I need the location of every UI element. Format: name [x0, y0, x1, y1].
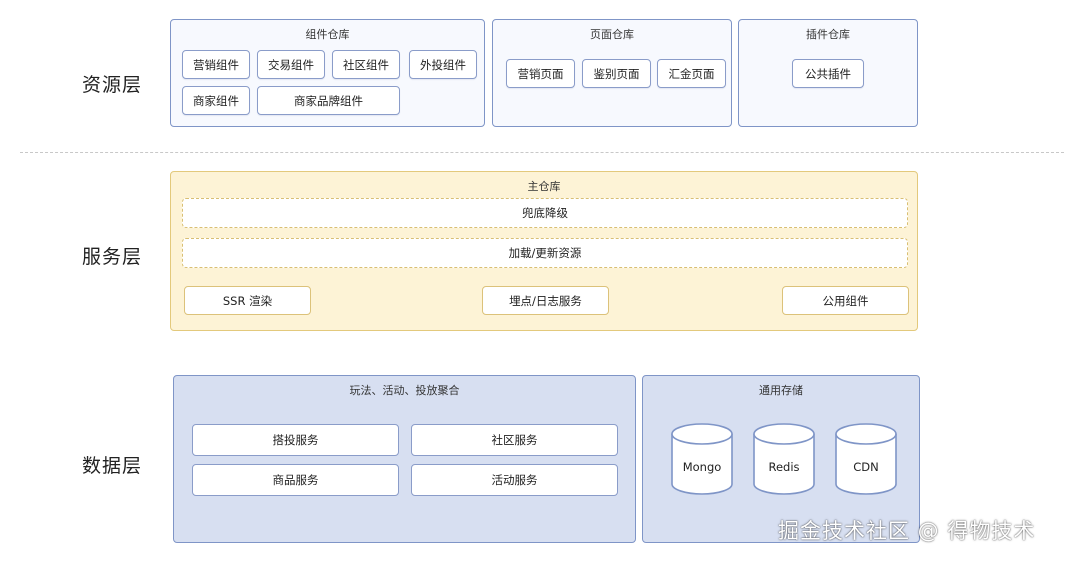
layer-label-service: 服务层 [82, 246, 143, 268]
product-service-chip: 商品服务 [192, 464, 399, 496]
plugin-repo-title: 插件仓库 [806, 28, 850, 41]
main-repo-panel: 主仓库 兜底降级 加载/更新资源 SSR 渲染 埋点/日志服务 公用组件 [170, 171, 918, 331]
component-repo-panel: 组件仓库 营销组件 交易组件 社区组件 外投组件 商家组件 商家品牌组件 [170, 19, 485, 127]
storage-panel: 通用存储 Mongo Redis CDN [642, 375, 920, 543]
component-chip-marketing: 营销组件 [182, 50, 250, 79]
redis-label: Redis [768, 460, 800, 474]
component-chip-external: 外投组件 [409, 50, 477, 79]
aggregation-panel: 玩法、活动、投放聚合 搭投服务 社区服务 商品服务 活动服务 [173, 375, 636, 543]
ssr-render-chip: SSR 渲染 [184, 286, 311, 315]
redis-database-icon: Redis [752, 422, 816, 496]
component-chip-trade: 交易组件 [257, 50, 325, 79]
layer-divider [20, 152, 1064, 153]
page-repo-panel: 页面仓库 营销页面 鉴别页面 汇金页面 [492, 19, 732, 127]
cdn-label: CDN [853, 460, 879, 474]
component-chip-community: 社区组件 [332, 50, 400, 79]
page-chip-identify: 鉴别页面 [582, 59, 651, 88]
aggregation-title: 玩法、活动、投放聚合 [349, 384, 460, 397]
watermark: 掘金技术社区 @ 得物技术 [778, 519, 1036, 543]
load-update-resource-bar: 加载/更新资源 [182, 238, 908, 268]
fallback-degrade-bar: 兜底降级 [182, 198, 908, 228]
storage-title: 通用存储 [759, 384, 803, 397]
main-repo-title: 主仓库 [527, 180, 561, 193]
mongo-database-icon: Mongo [670, 422, 734, 496]
layer-label-resource: 资源层 [82, 74, 143, 96]
component-chip-merchant: 商家组件 [182, 86, 250, 115]
common-component-chip: 公用组件 [782, 286, 909, 315]
activity-service-chip: 活动服务 [411, 464, 618, 496]
component-repo-title: 组件仓库 [305, 28, 350, 41]
cdn-database-icon: CDN [834, 422, 898, 496]
tracking-log-service-chip: 埋点/日志服务 [482, 286, 609, 315]
mongo-label: Mongo [682, 460, 722, 474]
plugin-chip-public: 公共插件 [792, 59, 864, 88]
page-chip-huijin: 汇金页面 [657, 59, 726, 88]
page-chip-marketing: 营销页面 [506, 59, 575, 88]
page-repo-title: 页面仓库 [590, 28, 634, 41]
component-chip-merchant-brand: 商家品牌组件 [257, 86, 400, 115]
delivery-service-chip: 搭投服务 [192, 424, 399, 456]
community-service-chip: 社区服务 [411, 424, 618, 456]
layer-label-data: 数据层 [82, 455, 143, 477]
plugin-repo-panel: 插件仓库 公共插件 [738, 19, 918, 127]
